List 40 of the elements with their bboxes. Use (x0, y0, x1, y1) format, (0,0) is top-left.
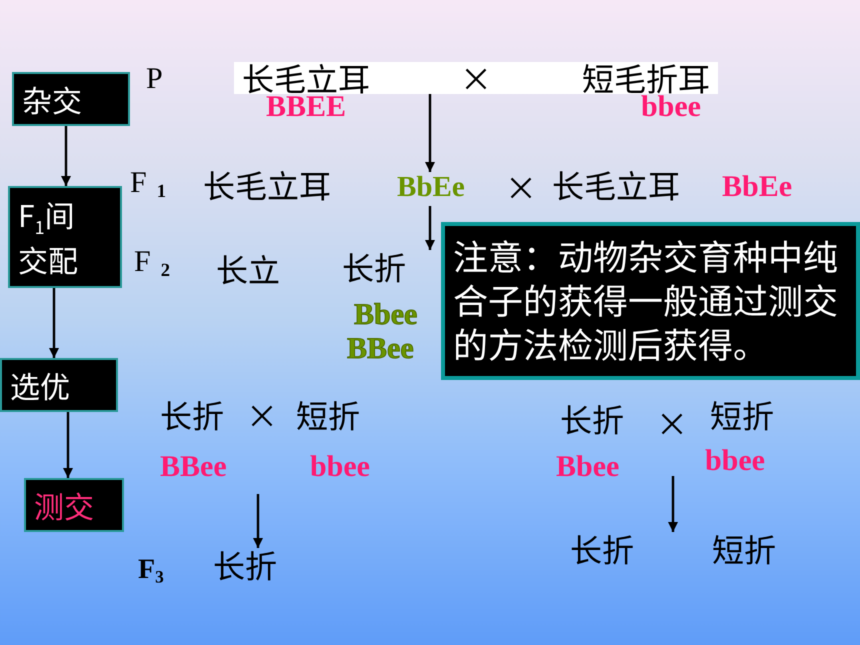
generation-label: F$_{2}$ (134, 245, 170, 282)
trait-label: 长立 (216, 252, 280, 288)
trait-label: × (505, 170, 538, 206)
note-box: 注意：动物杂交育种中纯合子的获得一般通过测交的方法检测后获得。 (441, 222, 860, 380)
trait-label: × (246, 398, 278, 434)
genotype-label: BbEe (722, 170, 792, 203)
generation-label: F$_{1}$ (130, 166, 166, 202)
parent-cross-band (234, 62, 718, 94)
trait-label: 短折 (710, 398, 774, 434)
arrow (62, 412, 74, 478)
trait-label: 长毛立耳 (552, 168, 680, 204)
generation-label: F$_{3}$ (138, 555, 164, 586)
step-box: 选优 (0, 358, 118, 412)
genotype-label: Bbee (556, 450, 620, 483)
cross-text: × (460, 55, 492, 101)
trait-label: 长折 (160, 398, 224, 434)
genotype-label: Bbee (354, 298, 418, 331)
trait-label: 短折 (712, 532, 776, 568)
trait-label: 长毛立耳 (203, 168, 332, 204)
genotype-label: BBee (347, 332, 414, 365)
phenotype-text: 长折 (342, 250, 406, 286)
genotype-text: BbEe (397, 172, 465, 204)
arrow (424, 206, 436, 250)
arrow (48, 288, 60, 358)
trait-label: 短折 (296, 398, 360, 434)
arrow (424, 94, 436, 172)
phenotype-text: 长折 (570, 532, 634, 568)
phenotype-text: 长折 (213, 548, 278, 584)
step-box: 测交 (24, 478, 124, 532)
genotype-label: BBee (160, 450, 227, 483)
genotype-label: bbee (310, 450, 370, 483)
step-box: F$_{1}$间交配 (8, 186, 122, 288)
generation-label: P (146, 62, 163, 95)
trait-label: × (656, 406, 688, 442)
arrow (668, 476, 678, 532)
trait-label: 长折 (560, 402, 624, 438)
genotype-label: bbee (705, 444, 765, 477)
arrow (252, 494, 264, 548)
step-box: 杂交 (12, 72, 130, 126)
arrow (60, 126, 72, 186)
